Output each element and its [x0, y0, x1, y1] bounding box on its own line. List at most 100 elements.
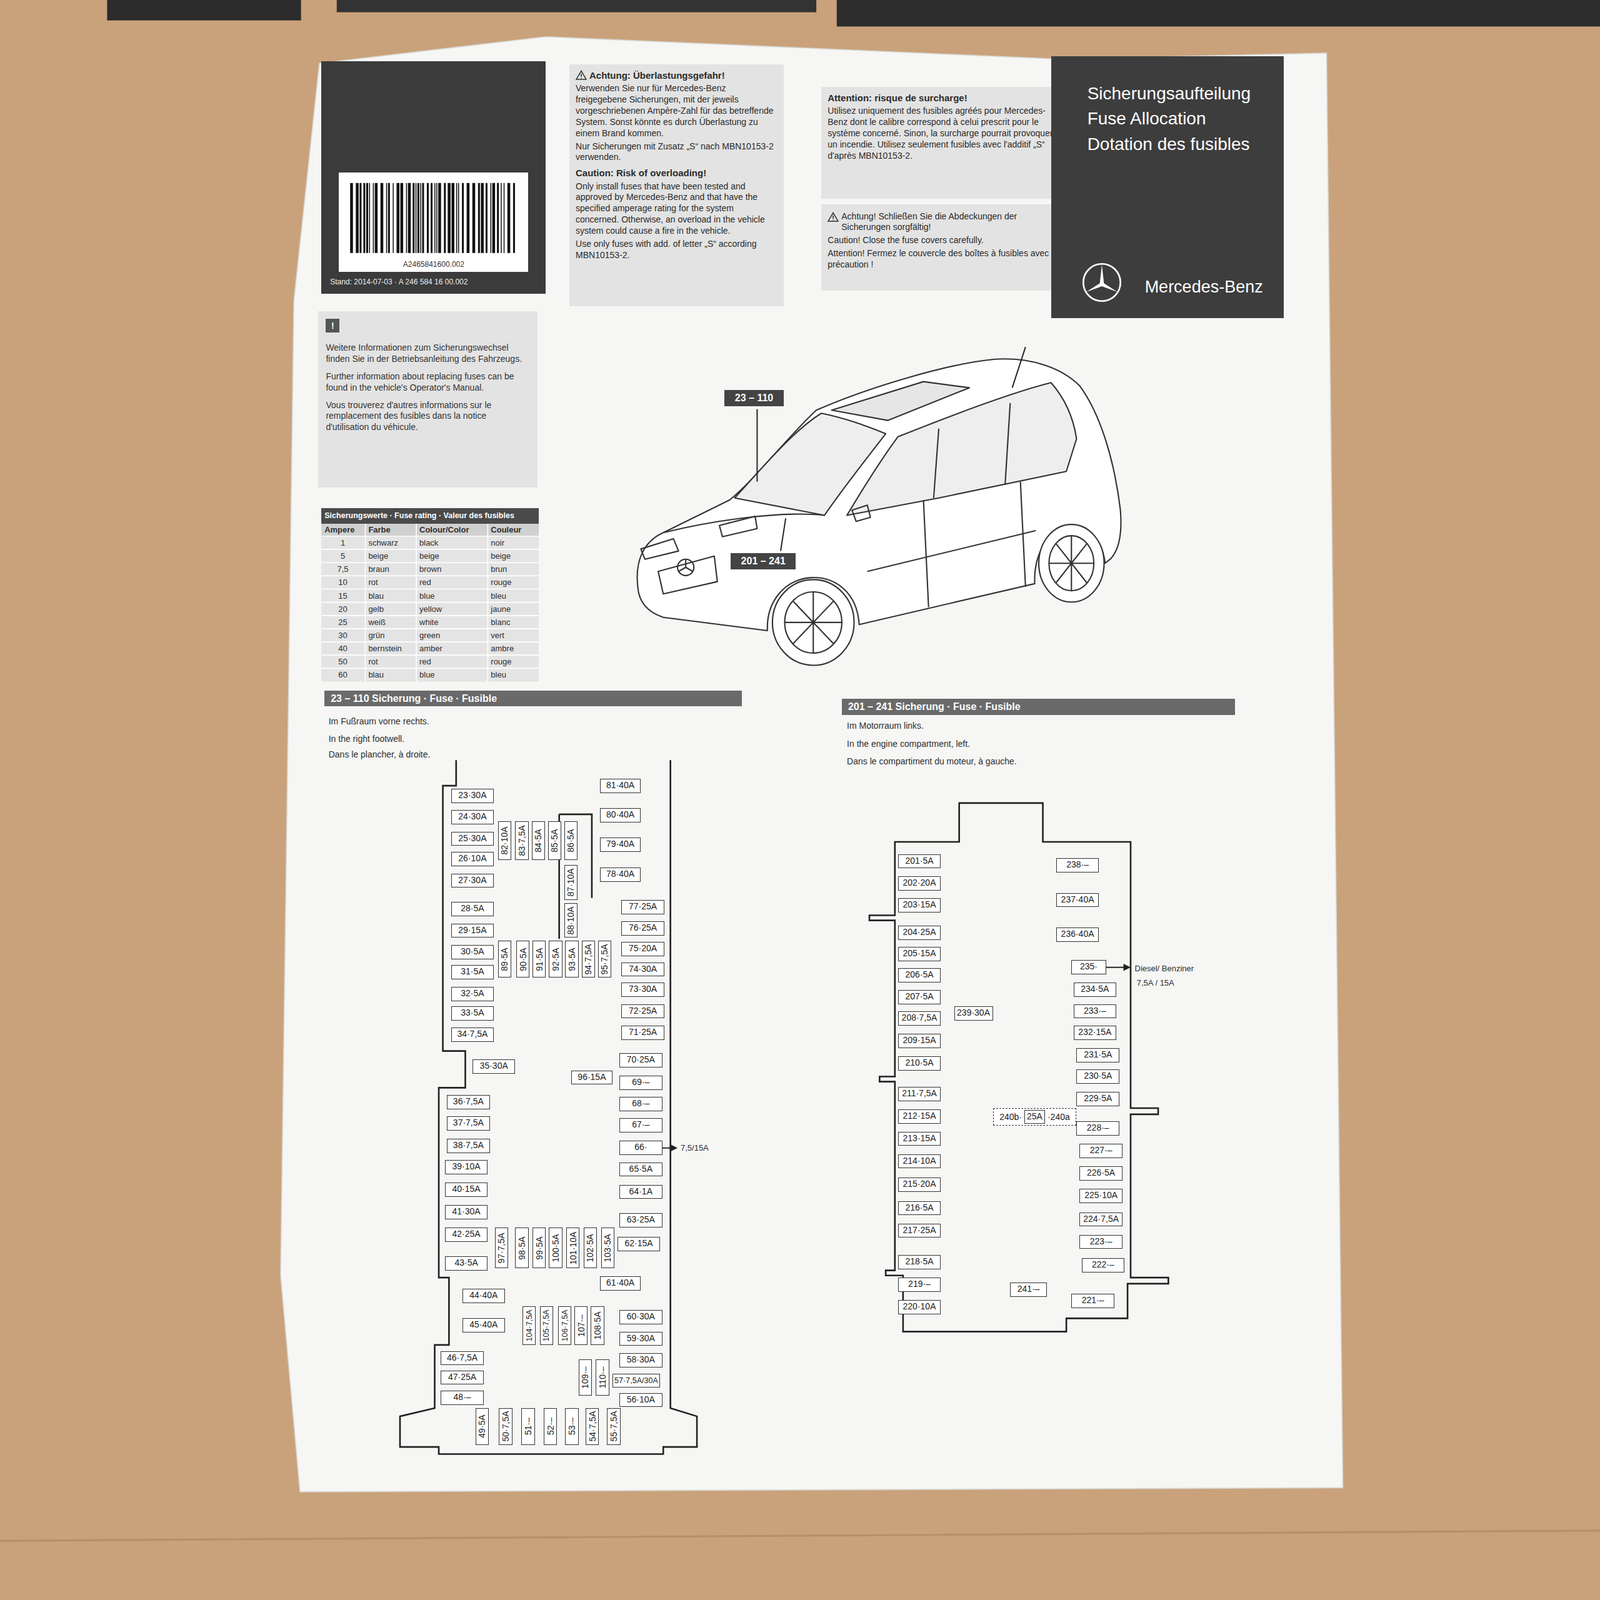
fuse-label: 208·7,5A [901, 1011, 938, 1025]
warning-icon [575, 70, 587, 80]
fuse-label: 78·40A [606, 868, 635, 881]
fuse-label: 90·5A [518, 947, 528, 971]
fuse-label: 65·5A [629, 1163, 653, 1176]
table-cell: 50 [324, 656, 362, 667]
fuse-label: 43·5A [454, 1256, 478, 1270]
fuse-label: 95·7,5A [600, 943, 609, 975]
cardboard-part [0, 1530, 1600, 1541]
fuse-label: 221·– [1081, 1294, 1105, 1307]
info-text: Further information about replacing fuse… [325, 371, 530, 394]
fuse-slot: 202·20A [898, 876, 942, 891]
fuse-label: 48·– [453, 1391, 472, 1404]
warning-text: Utilisez uniquement des fusibles agréés … [827, 105, 1053, 162]
fuse-slot: 213·15A [898, 1131, 942, 1147]
fuse-label: 210·5A [905, 1056, 934, 1070]
barcode-bar [492, 183, 496, 254]
fuse-slot: 216·5A [898, 1201, 942, 1216]
fuse-slot: 108·5A [590, 1306, 604, 1345]
fuse-slot: 220·10A [898, 1300, 942, 1315]
fuse-slot: 53·– [565, 1408, 579, 1445]
barcode-bar [451, 183, 455, 254]
fuse-label: 99·5A [535, 1236, 544, 1260]
fuse-slot: 204·25A [898, 925, 942, 940]
fuse-slot: 206·5A [898, 968, 942, 983]
barcode-bar [406, 183, 408, 254]
fuse-slot: 29·15A [451, 923, 495, 939]
table-cell: brown [419, 563, 442, 575]
section-title: 23 – 110 Sicherung · Fuse · Fusible [330, 690, 736, 707]
fuse-slot: 104·7,5A [522, 1306, 536, 1345]
fuse-label: 49·5A [477, 1415, 487, 1439]
fuse-slot: 78·40A [600, 867, 641, 882]
car-illustration-part [663, 514, 825, 534]
table-cell: Colour/Color [419, 524, 469, 535]
barcode-bar [420, 183, 422, 254]
fuse-slot: 27·30A [451, 873, 495, 889]
fuse-label: 101·10A [568, 1231, 578, 1265]
table-cell: 15 [324, 590, 362, 602]
barcode-bar [369, 183, 371, 254]
table-cell: ambre [490, 643, 514, 654]
fuse-slot: 217·25A [898, 1223, 942, 1239]
car-illustration-part [831, 381, 970, 421]
table-cell: jaune [490, 603, 511, 615]
fuse-label: 61·40A [606, 1276, 635, 1290]
barcode-bar [415, 183, 417, 254]
fuse-label: 238·– [1066, 858, 1089, 872]
fuse-label: 38·7,5A [453, 1139, 484, 1152]
fuse-slot: 52·– [543, 1408, 557, 1445]
barcode-bar [396, 183, 400, 254]
barcode-bar [417, 183, 420, 254]
barcode-bar [363, 183, 366, 254]
warning-text: Only install fuses that have been tested… [575, 181, 778, 238]
leader-line [756, 346, 1025, 552]
fuse-label: 233·– [1083, 1005, 1107, 1018]
barcode-bar [461, 183, 464, 254]
callout-label: 201 – 241 [730, 553, 796, 570]
table-header: Sicherungswerte · Fuse rating · Valeur d… [321, 508, 539, 524]
car-illustration-part [851, 505, 870, 522]
warning-triangle [828, 212, 839, 222]
fuse-slot: 234·5A [1073, 982, 1117, 997]
leader-line-part [756, 409, 758, 482]
cardboard-part [836, 0, 1600, 27]
callout-number: 23 – 110 [728, 390, 780, 407]
fuse-label: 102·5A [585, 1233, 595, 1262]
fuse-label: 109·– [580, 1366, 590, 1389]
fuse-slot: 228·– [1076, 1121, 1120, 1136]
fuse-label: 86·5A [566, 829, 575, 853]
car-illustration-part [772, 579, 855, 665]
table-cell: grün [368, 630, 385, 641]
title-text: Fuse Allocation [1087, 106, 1275, 132]
table-body-part [321, 523, 539, 682]
fuse-slot: 219·– [898, 1277, 942, 1292]
fuse-slot: 35·30A [472, 1059, 516, 1074]
fuse-slot: 92·5A [548, 940, 562, 978]
fuse-label: 32·5A [460, 987, 484, 1000]
fuse-label: 56·10A [626, 1393, 655, 1407]
fuse-slot: 205·15A [898, 946, 942, 962]
fuse-label: 223·– [1090, 1235, 1113, 1249]
fuse-label: 25A [1026, 1110, 1043, 1124]
fuse-slot: 51·– [521, 1408, 535, 1445]
fuse-label: 33·5A [460, 1006, 484, 1020]
fuse-slot: 44·40A [462, 1288, 506, 1304]
section-band: 201 – 241 Sicherung · Fuse · Fusible [841, 698, 1235, 715]
fuse-slot: 98·5A [515, 1227, 529, 1269]
table-title: Sicherungswerte · Fuse rating · Valeur d… [324, 508, 536, 524]
car-illustration-part [933, 403, 1010, 499]
barcode-bar [456, 183, 458, 254]
fuse-label: 211·7,5A [901, 1087, 937, 1100]
fuse-slot: 70·25A [619, 1053, 663, 1068]
fuse-label: 104·7,5A [525, 1309, 534, 1342]
barcode-bar [388, 183, 390, 254]
table-body-part [321, 523, 539, 682]
fuse-label: 45·40A [469, 1318, 498, 1332]
table-cell: gelb [368, 603, 384, 615]
table-cell: blau [368, 590, 384, 602]
fuse-slot: 25A [1024, 1110, 1045, 1125]
info-text: Vous trouverez d'autres informations sur… [325, 400, 530, 434]
fuse-box-outline [400, 760, 1169, 1454]
barcode-bar [350, 183, 354, 254]
